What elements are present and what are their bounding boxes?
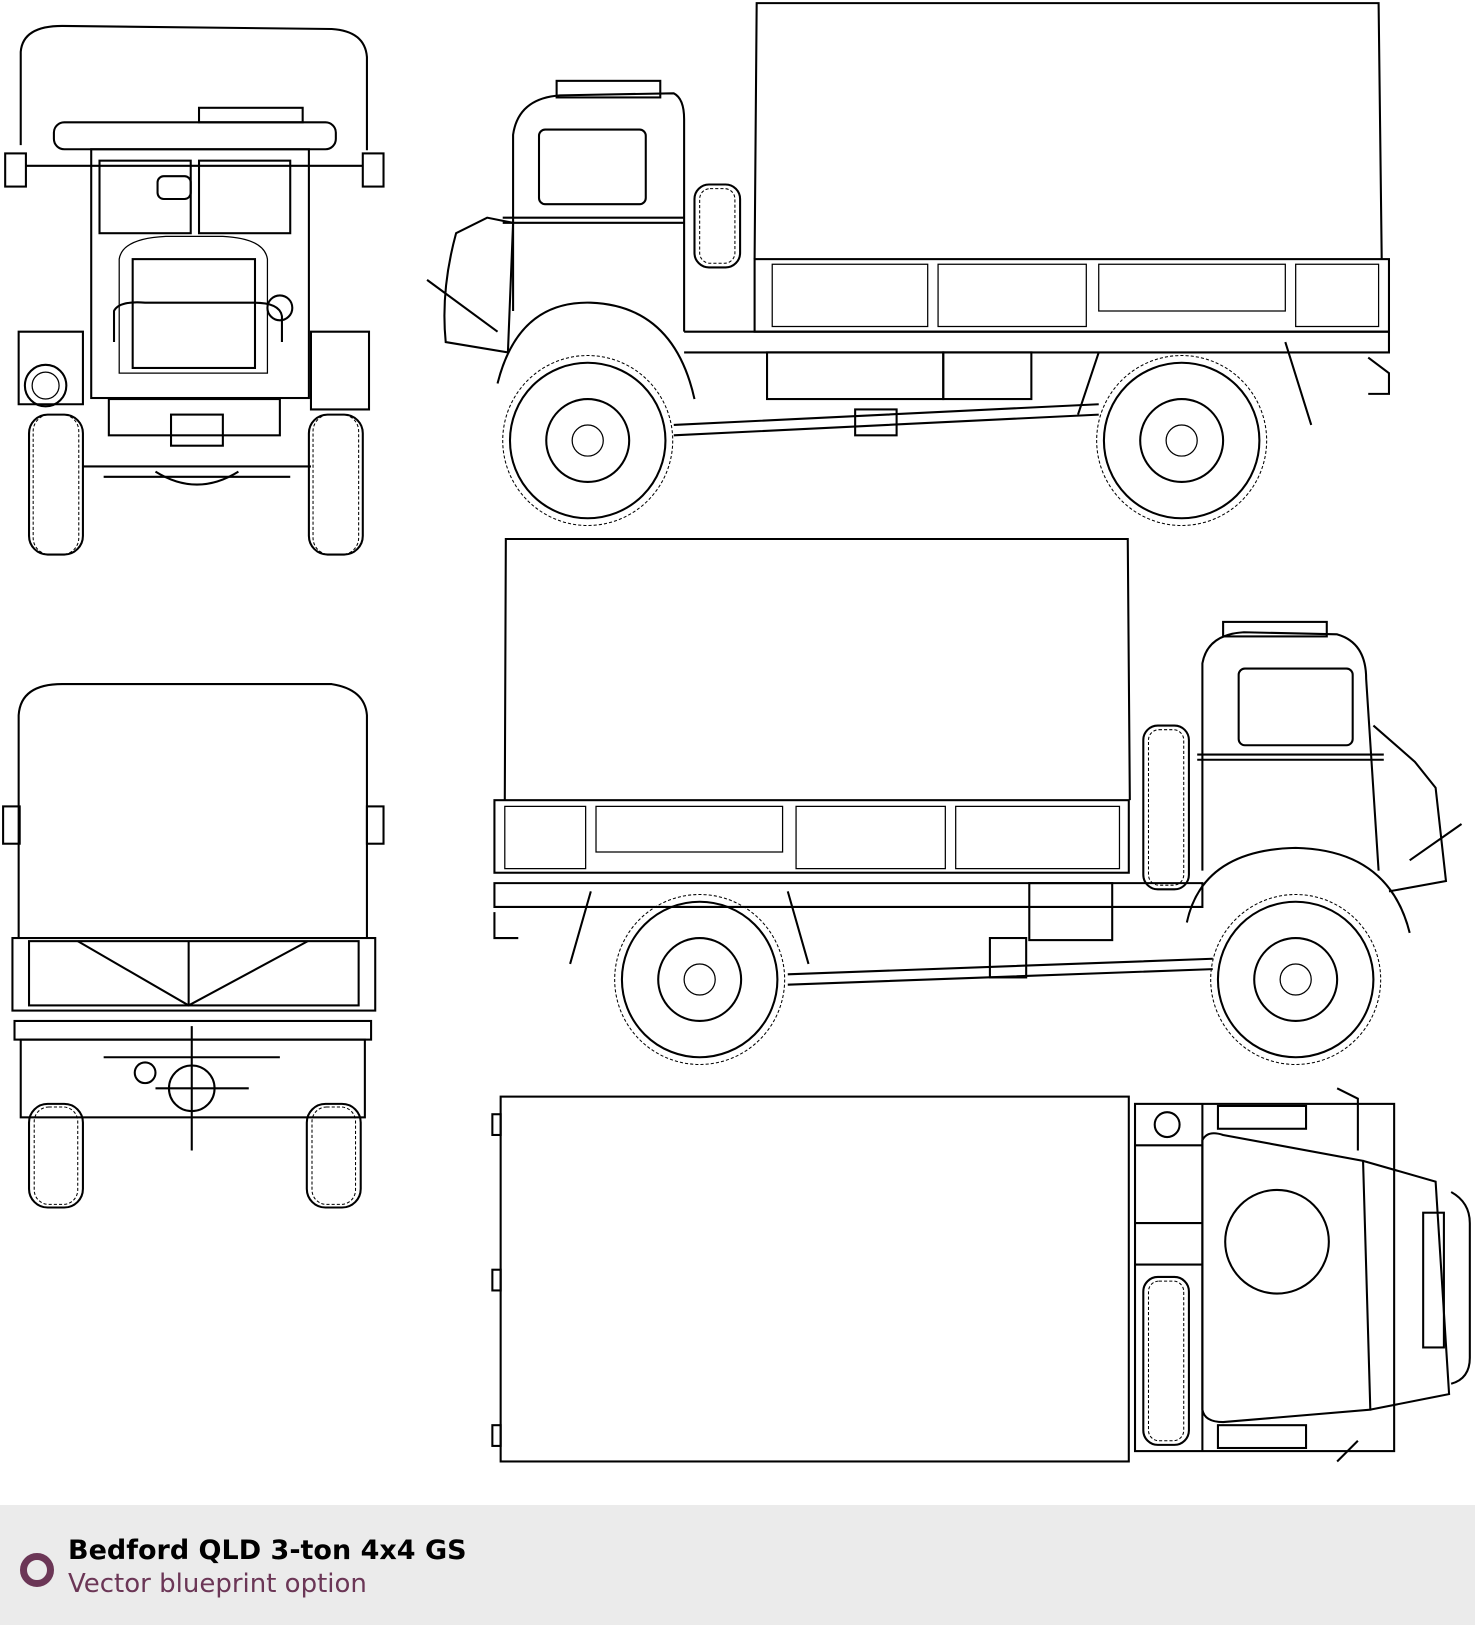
blueprint-subtitle: Vector blueprint option — [68, 1569, 367, 1599]
side-view-left — [426, 2, 1391, 527]
front-view — [4, 24, 385, 556]
rear-view — [2, 683, 385, 1209]
blueprint-title: Bedford QLD 3-ton 4x4 GS — [68, 1535, 467, 1566]
truck-blueprint-drawing — [2, 2, 1471, 1463]
top-view — [491, 1087, 1471, 1463]
side-view-right — [493, 537, 1463, 1066]
caption-footer: Bedford QLD 3-ton 4x4 GS Vector blueprin… — [0, 1505, 1475, 1625]
circle-logo-icon — [20, 1553, 54, 1587]
